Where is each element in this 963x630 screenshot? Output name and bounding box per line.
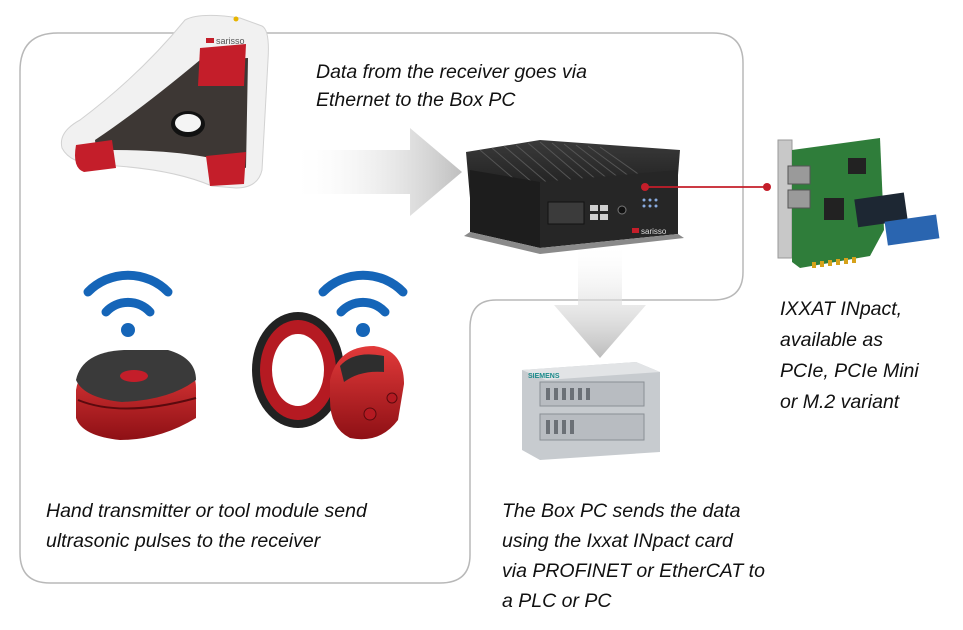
card-connector: [641, 183, 771, 191]
caption-transmitter: Hand transmitter or tool module send ult…: [46, 496, 367, 556]
caption-line: a PLC or PC: [502, 590, 612, 612]
caption-line: ultrasonic pulses to the receiver: [46, 530, 321, 552]
caption-line: via PROFINET or EtherCAT to: [502, 560, 765, 582]
caption-line: or M.2 variant: [780, 391, 900, 413]
boxpc-logo: sarisso: [641, 227, 667, 236]
caption-line: Ethernet to the Box PC: [316, 89, 516, 111]
caption-line: The Box PC sends the data: [502, 500, 741, 522]
caption-ethernet: Data from the receiver goes via Ethernet…: [316, 58, 587, 114]
caption-line: using the Ixxat INpact card: [502, 530, 733, 552]
tool-module: [252, 312, 404, 440]
caption-line: PCIe, PCIe Mini: [780, 360, 919, 382]
plc-logo: SIEMENS: [528, 373, 560, 380]
wifi-icon: [318, 270, 408, 337]
caption-line: available as: [780, 329, 883, 351]
caption-line: Hand transmitter or tool module send: [46, 500, 367, 522]
caption-boxpc-send: The Box PC sends the data using the Ixxa…: [502, 496, 765, 616]
arrow-to-plc: [554, 248, 646, 358]
panel-outline: [19, 32, 744, 584]
arrow-to-boxpc: [290, 128, 462, 216]
hand-transmitter: [76, 350, 197, 440]
wifi-icon: [83, 270, 173, 337]
receiver-logo: sarisso: [216, 36, 245, 46]
plc-device: SIEMENS: [522, 362, 660, 460]
box-pc: sarisso: [464, 140, 684, 254]
caption-ixxat-card: IXXAT INpact, available as PCIe, PCIe Mi…: [780, 294, 919, 418]
receiver-device: sarisso: [60, 14, 269, 189]
caption-line: IXXAT INpact,: [780, 298, 903, 320]
caption-line: Data from the receiver goes via: [316, 61, 587, 83]
ixxat-card: [777, 138, 940, 268]
